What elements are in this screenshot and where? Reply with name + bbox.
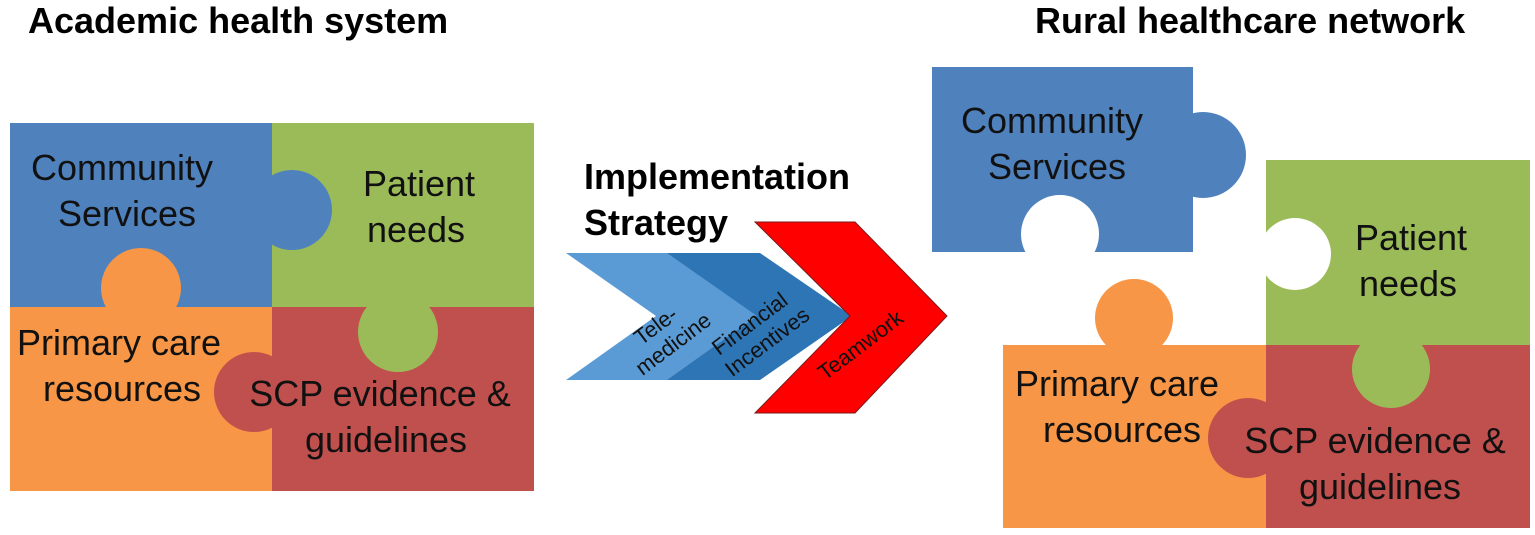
academic-puzzle: Community Services Patient needs Primary… <box>10 123 534 491</box>
teamwork-chevron <box>753 221 948 414</box>
right-patient-knob <box>1352 330 1430 408</box>
left-title: Academic health system <box>28 0 448 41</box>
right-title: Rural healthcare network <box>1035 0 1466 41</box>
left-scp-label: SCP evidence & guidelines <box>249 373 521 460</box>
financial-incentives-chevron <box>667 253 852 380</box>
left-patient-label: Patient needs <box>363 163 485 250</box>
rural-puzzle: Community Services Patient needs Primary… <box>932 67 1530 528</box>
left-community-knob <box>252 170 332 250</box>
strategy-arrows: Tele- medicine Financial Incentives Team… <box>566 221 948 414</box>
strategy-title: Implementation Strategy <box>584 156 860 243</box>
right-community-piece <box>932 67 1246 273</box>
left-scp-knob <box>214 352 294 432</box>
right-scp-label: SCP evidence & guidelines <box>1244 420 1516 507</box>
right-patient-label: Patient needs <box>1355 217 1477 304</box>
telemedicine-chevron <box>566 253 760 380</box>
left-patient-knob <box>358 292 438 372</box>
right-primary-label: Primary care resources <box>1015 363 1229 450</box>
left-primary-label: Primary care resources <box>17 322 231 409</box>
left-primary-knob <box>101 248 181 328</box>
left-community-label: Community Services <box>31 147 223 234</box>
right-community-label: Community Services <box>961 100 1153 187</box>
right-patient-piece <box>1259 160 1530 345</box>
